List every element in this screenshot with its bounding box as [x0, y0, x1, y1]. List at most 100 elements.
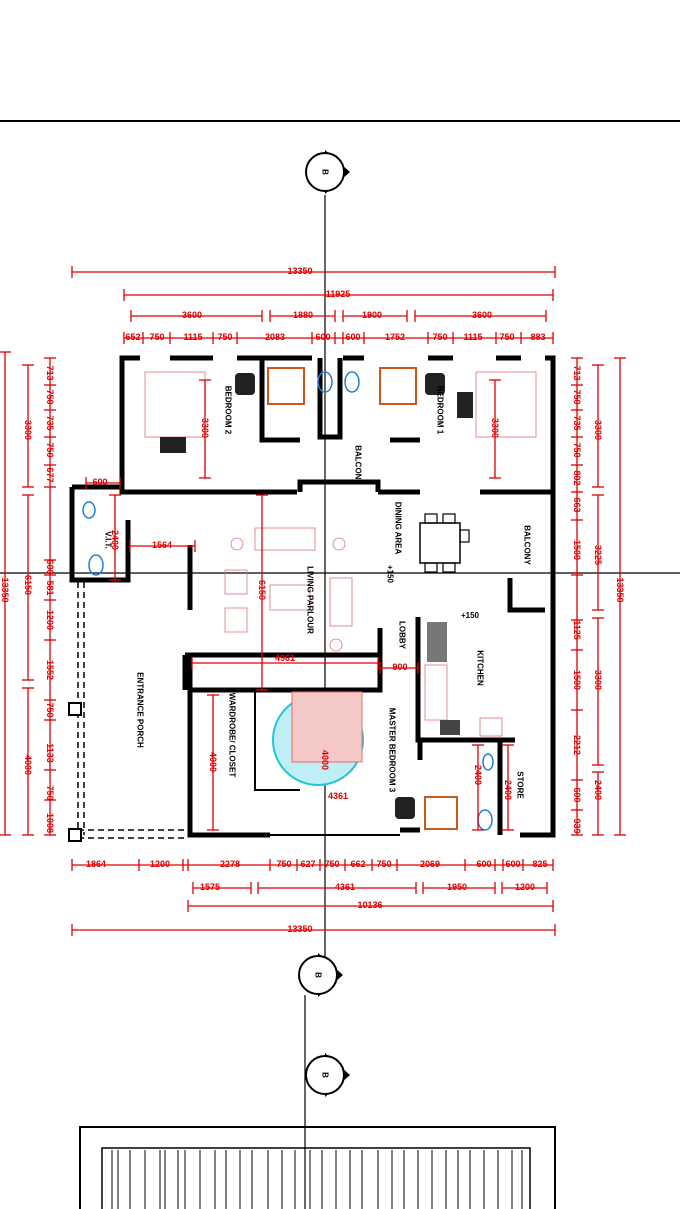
dimension-label: 1864	[86, 859, 106, 869]
dimension-label: 735	[572, 415, 582, 430]
dimension-label: 2069	[420, 859, 440, 869]
armchair-icon	[395, 797, 415, 819]
room-label-lobby: LOBBY	[398, 621, 407, 650]
dimension-label: 750	[45, 442, 55, 457]
dimension-label: 2400	[503, 780, 513, 800]
dimension-label: 939	[572, 818, 582, 833]
dimension-label: 1575	[200, 882, 220, 892]
dimension-label: 3300	[593, 670, 603, 690]
dimension-label: 4961	[275, 653, 295, 663]
level-label-kitchen: +150	[461, 611, 480, 620]
dimension-label: 6150	[23, 575, 33, 595]
dimension-label: 735	[45, 415, 55, 430]
basin-icon	[82, 501, 96, 519]
section-marker-label: B	[314, 972, 323, 978]
dimension-label: 6150	[257, 580, 267, 600]
sofa-icon	[329, 577, 353, 627]
cooker-icon	[427, 622, 447, 662]
hob-icon	[479, 717, 503, 737]
dimension-label: 1500	[572, 670, 582, 690]
dimension-label: 1115	[183, 332, 202, 342]
room-label-living-parlour: LIVING PARLOUR	[306, 566, 315, 634]
dining-table-icon	[419, 522, 461, 564]
shower-icon	[379, 367, 417, 405]
dimension-label: 1564	[152, 540, 172, 550]
dimension-label: 600	[345, 332, 360, 342]
room-label-master-bedroom-3: MASTER BEDROOM 3	[388, 708, 397, 793]
dimension-label: 13350	[615, 577, 625, 602]
dimension-label: 1200	[150, 859, 170, 869]
dimension-label: 2083	[265, 332, 285, 342]
rug-icon	[160, 437, 186, 453]
dimension-label: 627	[300, 859, 315, 869]
dimension-label: 750	[324, 859, 339, 869]
dimension-label: 3225	[593, 545, 603, 565]
room-label-entrance-porch: ENTRANCE PORCH	[136, 672, 145, 748]
dimension-label: 3300	[23, 420, 33, 440]
coffee-table-icon	[269, 584, 311, 611]
dimension-label: 750	[572, 442, 582, 457]
dimension-label: 1900	[362, 310, 382, 320]
sofa-icon	[254, 527, 316, 551]
porch-column	[68, 828, 82, 842]
dimension-label: 883	[530, 332, 545, 342]
dimension-label: 3600	[472, 310, 492, 320]
dimension-label: 1008	[45, 813, 55, 833]
section-marker-label: B	[321, 1072, 330, 1078]
armchair-icon	[224, 607, 248, 633]
room-label-vit: V.I.T.	[104, 531, 113, 549]
toilet-icon	[317, 371, 333, 393]
elevation-drawing	[79, 1126, 556, 1209]
dimension-label: 900	[392, 662, 407, 672]
rug-icon	[457, 392, 473, 418]
dimension-label: 663	[572, 497, 582, 512]
dimension-label: 750	[45, 785, 55, 800]
dimension-label: 10136	[357, 900, 382, 910]
dimension-label: 750	[432, 332, 447, 342]
toilet-icon	[344, 371, 360, 393]
dimension-label: 600	[505, 859, 520, 869]
dimension-label: 600	[476, 859, 491, 869]
shower-icon	[267, 367, 305, 405]
dimension-label: 750	[572, 389, 582, 404]
dimension-label: 750	[217, 332, 232, 342]
dimension-label: 4000	[208, 752, 218, 772]
walls	[69, 355, 556, 838]
dimension-label: 3300	[593, 420, 603, 440]
dimension-label: 13350	[287, 924, 312, 934]
dimension-label: 1133	[45, 743, 55, 763]
dimension-label: 3300	[200, 418, 210, 438]
dimension-label: 2212	[572, 735, 582, 755]
toilet-icon	[477, 809, 493, 831]
dimension-label: 802	[572, 470, 582, 485]
room-label-balcony-right: BALCONY	[523, 525, 532, 565]
bed-icon	[475, 371, 537, 438]
dimension-label: 600	[315, 332, 330, 342]
toilet-icon	[88, 554, 104, 576]
section-marker-top: B	[305, 150, 350, 194]
dimension-label: 1200	[45, 610, 55, 630]
basin-icon	[482, 753, 494, 771]
room-label-balcony-top: BALCONY	[354, 445, 363, 485]
armchair-icon	[425, 373, 445, 395]
dimension-label: 2278	[220, 859, 240, 869]
dimension-label: 1115	[463, 332, 482, 342]
dimension-label: 600	[45, 559, 55, 574]
dimension-label: 652	[125, 332, 140, 342]
dimension-label: 4361	[328, 791, 348, 801]
dimension-label: 4000	[23, 755, 33, 775]
porch-column	[68, 702, 82, 716]
dimension-label: 600	[92, 477, 107, 487]
dimension-label: 677	[45, 467, 55, 482]
bed-icon	[144, 371, 206, 438]
room-label-store: STORE	[516, 771, 525, 799]
dimension-label: 662	[350, 859, 365, 869]
room-label-bedroom-1: BEDROOM 1	[436, 386, 445, 435]
dimension-label: 1200	[515, 882, 535, 892]
room-label-wardrobe-closet: WARDROBE/ CLOSET	[228, 693, 237, 778]
dimension-label: 2400	[593, 780, 603, 800]
armchair-icon	[235, 373, 255, 395]
